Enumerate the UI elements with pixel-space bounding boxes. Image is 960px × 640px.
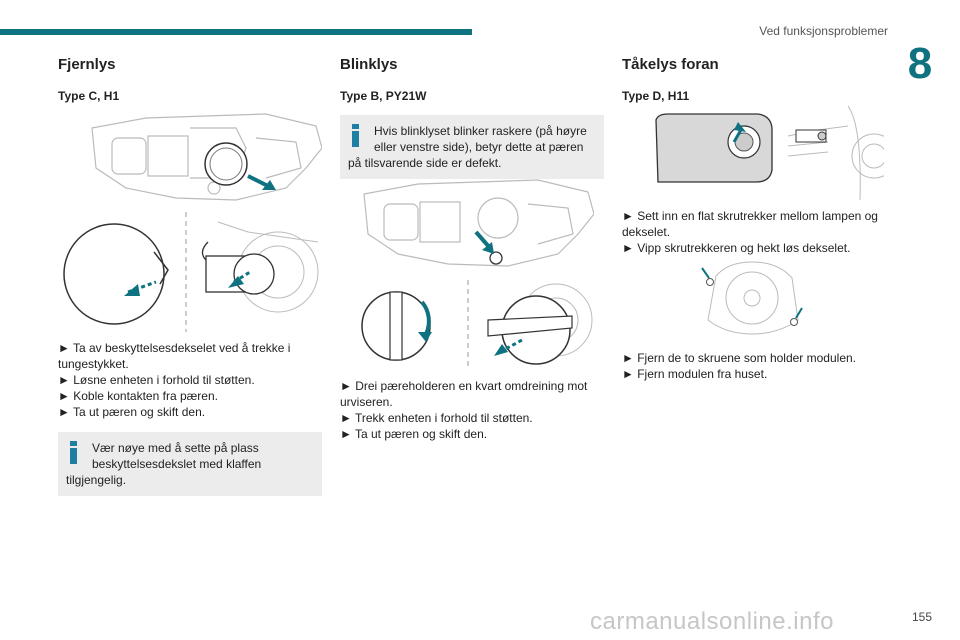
info-icon: [352, 124, 359, 147]
step-remove-module: ► Fjern modulen fra huset.: [622, 367, 768, 381]
chapter-color-bar: [0, 29, 472, 35]
step-turn-holder: ► Drei pæreholderen en kvart omdreining …: [340, 379, 588, 409]
step-replace-bulb: ► Ta ut pæren og skift den.: [58, 405, 206, 419]
illustration-indicator-bulb-holder: [340, 280, 604, 370]
steps-fog-remove-module: ► Fjern de to skruene som holder modulen…: [622, 350, 886, 382]
bulb-type-indicator: Type B, PY21W: [340, 89, 427, 103]
illustration-high-beam-headlamp: [86, 108, 322, 204]
step-disconnect: ► Koble kontakten fra pæren.: [58, 389, 218, 403]
column-front-fog: Tåkelys foran Type D, H11: [622, 56, 886, 103]
steps-indicator: ► Drei pæreholderen en kvart omdreining …: [340, 378, 604, 442]
section-title-high-beam: Fjernlys: [58, 56, 116, 73]
step-release-unit: ► Løsne enheten i forhold til støtten.: [58, 373, 255, 387]
chapter-number: 8: [907, 39, 933, 88]
illustration-fog-lamp-module: [698, 260, 808, 336]
illustration-indicator-headlamp: [358, 176, 594, 270]
section-title-indicator: Blinklys: [340, 56, 398, 73]
step-pull-unit: ► Trekk enheten i forhold til støtten.: [340, 411, 533, 425]
step-remove-cover: ► Ta av beskyttelsesdekselet ved å trekk…: [58, 341, 291, 371]
step-replace-bulb: ► Ta ut pæren og skift den.: [340, 427, 488, 441]
steps-high-beam: ► Ta av beskyttelsesdekselet ved å trekk…: [58, 340, 322, 496]
watermark: carmanualsonline.info: [590, 608, 834, 635]
step-insert-screwdriver: ► Sett inn en flat skrutrekker mellom la…: [622, 209, 878, 239]
info-note-indicator: Hvis blinklyset blinker raskere (på høyr…: [340, 115, 604, 179]
section-title-front-fog: Tåkelys foran: [622, 56, 719, 73]
step-remove-screws: ► Fjern de to skruene som holder modulen…: [622, 351, 856, 365]
illustration-fog-lamp-bumper: [648, 106, 884, 200]
bulb-type-high-beam: Type C, H1: [58, 89, 120, 103]
page-number: 155: [911, 610, 932, 624]
column-high-beam: Fjernlys Type C, H1: [58, 56, 322, 103]
column-indicator: Blinklys Type B, PY21W Hvis blinklyset b…: [340, 56, 604, 179]
info-icon: [70, 441, 77, 464]
bulb-type-front-fog: Type D, H11: [622, 89, 690, 103]
steps-fog-remove-cover: ► Sett inn en flat skrutrekker mellom la…: [622, 208, 886, 256]
info-note-high-beam: Vær nøye med å sette på plass beskyttels…: [58, 432, 322, 496]
running-header: Ved funksjonsproblemer: [759, 24, 888, 38]
illustration-high-beam-cover-and-bulb: [58, 212, 322, 336]
step-unhook-cover: ► Vipp skrutrekkeren og hekt løs deksele…: [622, 241, 851, 255]
